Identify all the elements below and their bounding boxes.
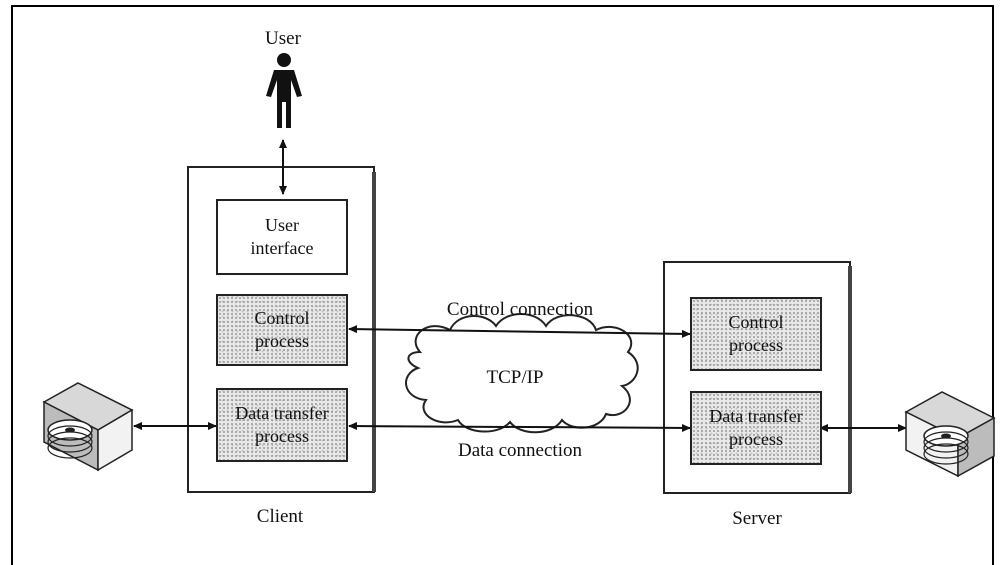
- client-data-transfer-line-2: process: [255, 426, 309, 446]
- client-disk-storage-icon: [42, 382, 134, 472]
- server-data-transfer-line-1: Data transfer: [709, 406, 803, 426]
- server-label: Server: [732, 508, 782, 529]
- client-data-transfer-process-box: Data transfer process: [216, 388, 348, 462]
- server-data-transfer-process-box: Data transfer process: [690, 391, 822, 465]
- user-label: User: [265, 28, 301, 49]
- diagram-canvas: [42, 53, 996, 494]
- server-control-process-line-1: Control: [728, 312, 784, 332]
- server-disk-storage-icon: [904, 391, 996, 478]
- diagram-frame: [11, 5, 994, 565]
- control-connection-arrow: [348, 325, 691, 338]
- server-control-process-line-2: process: [729, 335, 783, 355]
- server-control-process-box: Control process: [690, 297, 822, 371]
- client-user-interface-line-2: interface: [250, 238, 314, 258]
- data-connection-label: Data connection: [458, 440, 582, 461]
- client-user-interface-line-1: User: [264, 215, 299, 235]
- client-data-transfer-line-1: Data transfer: [235, 403, 329, 423]
- client-user-interface-box: User interface: [216, 199, 348, 275]
- client-control-process-line-2: process: [255, 331, 309, 351]
- client-control-process-line-1: Control: [254, 308, 310, 328]
- tcp-ip-label: TCP/IP: [486, 367, 544, 388]
- user-figure-icon: [266, 53, 302, 128]
- tcp-ip-cloud-icon: [405, 313, 639, 434]
- control-connection-label: Control connection: [446, 299, 594, 320]
- server-data-transfer-line-2: process: [729, 429, 783, 449]
- client-label: Client: [256, 506, 304, 527]
- client-control-process-box: Control process: [216, 294, 348, 366]
- data-connection-arrow: [348, 422, 691, 432]
